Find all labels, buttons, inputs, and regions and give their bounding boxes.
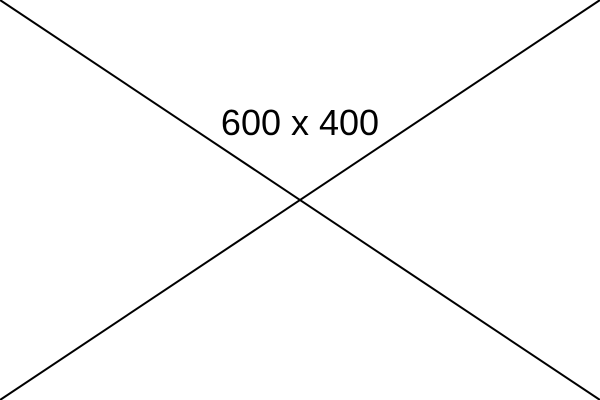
dimension-label: 600 x 400 (220, 102, 380, 143)
